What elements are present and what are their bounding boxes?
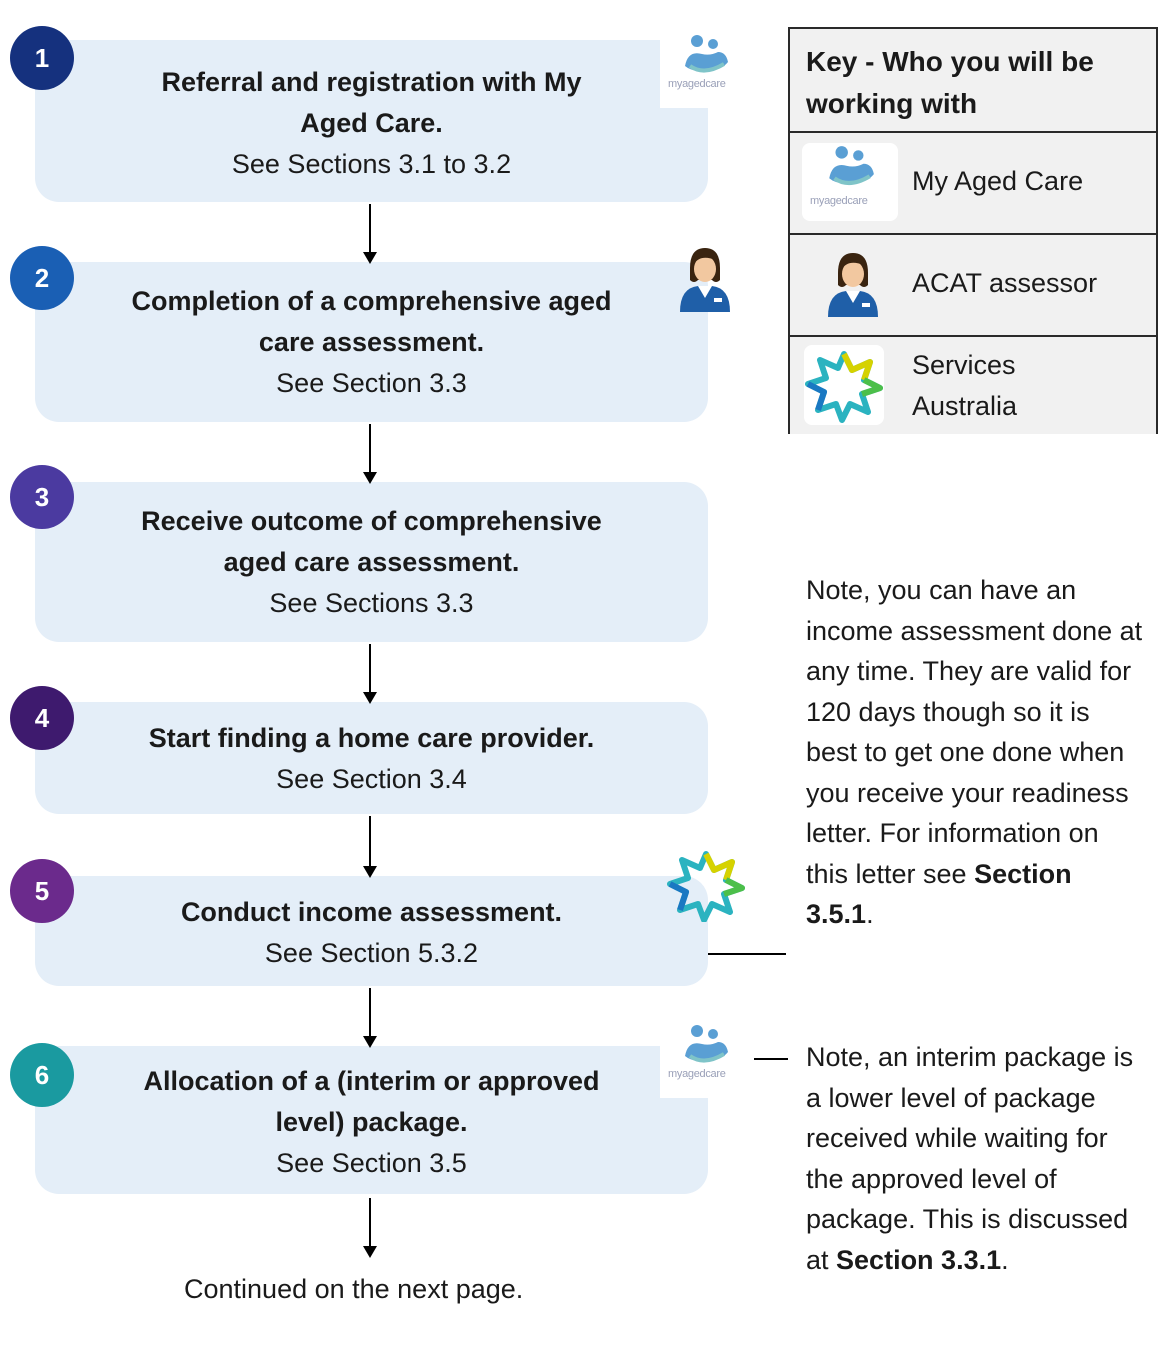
my-aged-care-wordmark: myagedcare	[668, 78, 726, 90]
step-3-text: Receive outcome of comprehensive aged ca…	[35, 501, 708, 624]
arrow-3-4	[363, 644, 377, 704]
key-services-australia-icon	[804, 345, 884, 425]
key-row-services-australia: Services Australia	[790, 335, 1156, 434]
step-1-badge: 1	[10, 26, 74, 90]
step-5-text: Conduct income assessment. See Section 5…	[35, 892, 708, 974]
arrow-5-6	[363, 988, 377, 1048]
step-6-text: Allocation of a (interim or approved lev…	[35, 1061, 708, 1184]
key-label-my-aged-care: My Aged Care	[912, 166, 1084, 196]
key-my-aged-care-icon: myagedcare	[802, 143, 898, 221]
note-income-assessment: Note, you can have an income assessment …	[806, 570, 1146, 935]
step-5-box	[35, 876, 708, 986]
acat-assessor-icon	[676, 244, 734, 314]
my-aged-care-logo-icon-2: myagedcare	[660, 1022, 750, 1098]
step-2-ref: See Section 3.3	[276, 368, 467, 398]
note-income-section-link: Section 3.5.1	[806, 858, 1072, 930]
note-income-text: Note, you can have an income assessment …	[806, 575, 1143, 889]
step-1-box	[35, 40, 708, 202]
note-interim-section-link: Section 3.3.1	[836, 1244, 1002, 1275]
my-aged-care-logo-icon: myagedcare	[660, 32, 750, 108]
step-4-title: Start finding a home care provider.	[148, 723, 595, 753]
services-australia-icon	[666, 848, 746, 923]
key-title: Key - Who you will be working with	[806, 46, 1094, 119]
step-2-badge: 2	[10, 246, 74, 310]
step-1-text: Referral and registration with My Aged C…	[35, 62, 708, 185]
note-interim-connector	[754, 1058, 788, 1060]
key-row-my-aged-care: myagedcare My Aged Care	[790, 131, 1156, 233]
step-3-badge: 3	[10, 465, 74, 529]
step-2-box	[35, 262, 708, 422]
step-3-box	[35, 482, 708, 642]
key-label-acat-assessor: ACAT assessor	[912, 268, 1098, 298]
step-5-title: Conduct income assessment.	[180, 897, 563, 927]
step-6-box	[35, 1046, 708, 1194]
step-5-ref: See Section 5.3.2	[264, 938, 479, 968]
step-4-badge: 4	[10, 686, 74, 750]
key-table: Key - Who you will be working with myage…	[788, 27, 1158, 434]
step-4-ref: See Section 3.4	[276, 764, 467, 794]
step-2-title: Completion of a comprehensive aged care …	[131, 286, 612, 357]
note-interim-text: Note, an interim package is a lower leve…	[806, 1042, 1134, 1275]
key-label-services-australia: Services Australia	[912, 350, 1018, 421]
step-4-box	[35, 702, 708, 814]
step-6-title: Allocation of a (interim or approved lev…	[143, 1066, 600, 1137]
note-income-end: .	[866, 899, 874, 929]
arrow-4-5	[363, 816, 377, 878]
my-aged-care-wordmark-2: myagedcare	[668, 1068, 726, 1080]
note-interim-end: .	[1001, 1244, 1009, 1275]
step-6-ref: See Section 3.5	[276, 1148, 467, 1178]
arrow-1-2	[363, 204, 377, 264]
step-3-ref: See Sections 3.3	[269, 588, 474, 618]
note-interim-package: Note, an interim package is a lower leve…	[806, 1037, 1146, 1280]
continued-text: Continued on the next page.	[184, 1274, 524, 1304]
step-1-title: Referral and registration with My Aged C…	[161, 67, 582, 138]
step-2-text: Completion of a comprehensive aged care …	[35, 281, 708, 404]
arrow-2-3	[363, 424, 377, 484]
note-income-connector	[708, 953, 786, 955]
key-acat-assessor-icon	[824, 249, 882, 319]
step-5-badge: 5	[10, 859, 74, 923]
key-row-acat-assessor: ACAT assessor	[790, 233, 1156, 335]
step-1-ref: See Sections 3.1 to 3.2	[231, 149, 512, 179]
arrow-6-continued	[363, 1198, 377, 1258]
step-6-badge: 6	[10, 1043, 74, 1107]
step-4-text: Start finding a home care provider. See …	[35, 718, 708, 800]
step-3-title: Receive outcome of comprehensive aged ca…	[141, 506, 602, 577]
key-my-aged-care-wordmark: myagedcare	[810, 195, 868, 207]
